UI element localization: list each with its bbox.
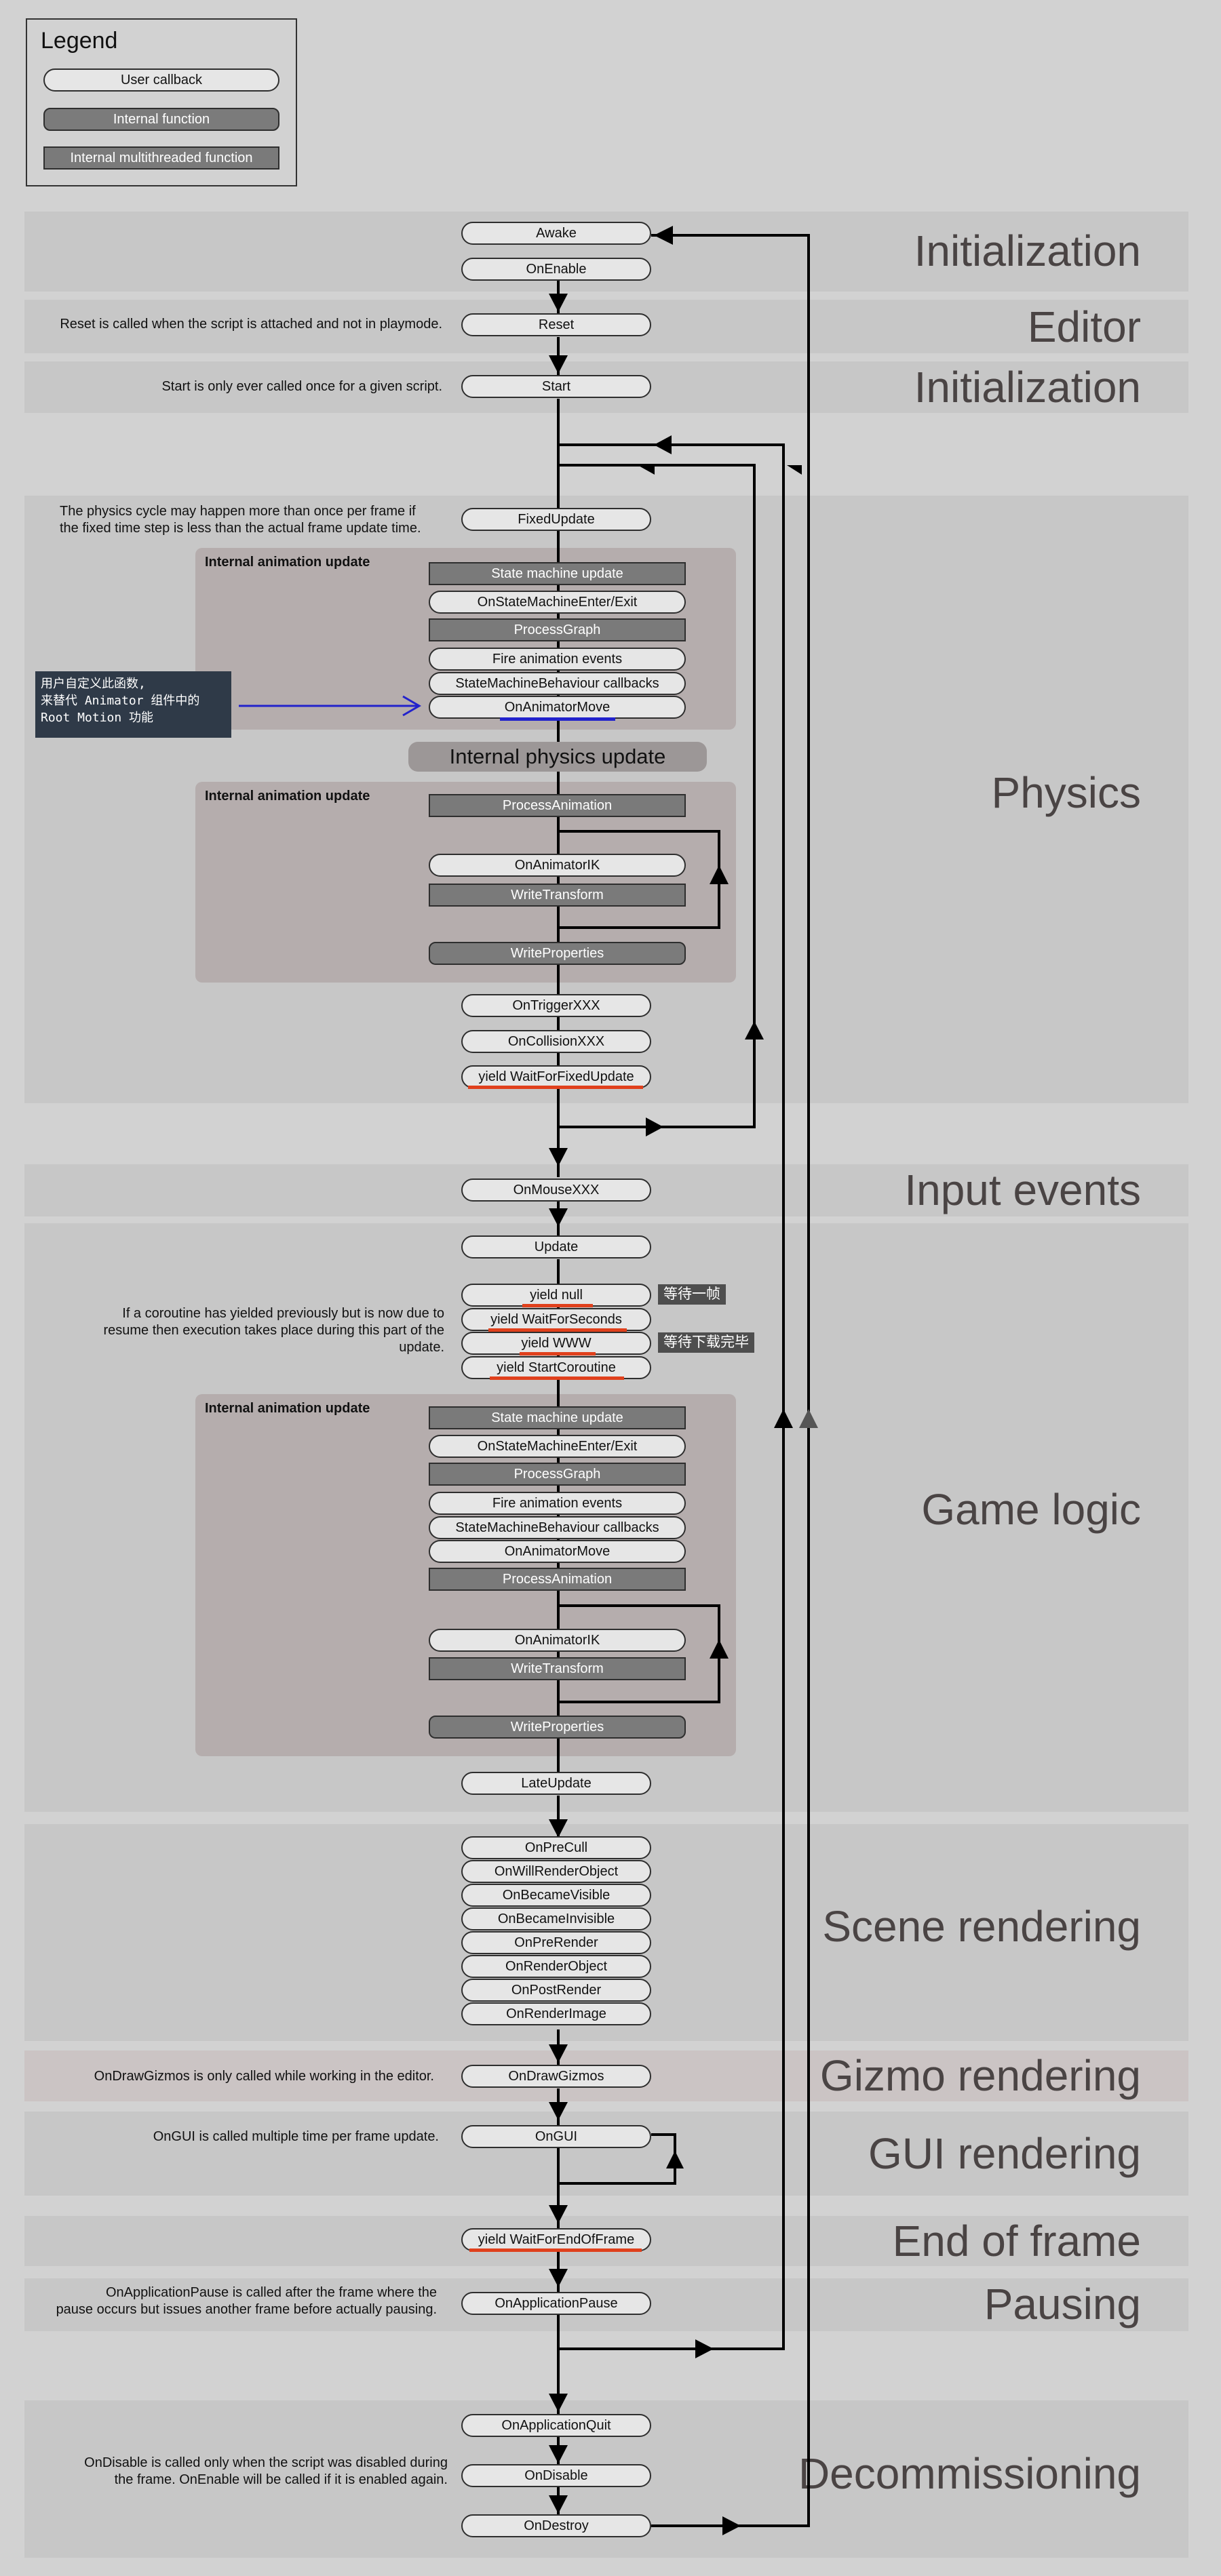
node-on-mouse: OnMouseXXX [461, 1178, 651, 1202]
node-yield-www: yield WWW [461, 1332, 651, 1355]
node-on-render-object: OnRenderObject [461, 1955, 651, 1978]
node-on-animator-move-2: OnAnimatorMove [429, 1540, 686, 1563]
legend: Legend User callback Internal function I… [26, 18, 297, 186]
underline-yield-end-of-frame [469, 2248, 642, 2252]
note-gizmos: OnDrawGizmos is only called while workin… [94, 2069, 434, 2084]
band-title-physics: Physics [991, 768, 1142, 817]
band-title-scene-rendering: Scene rendering [822, 1902, 1141, 1951]
node-on-application-pause: OnApplicationPause [461, 2292, 651, 2315]
anim-panel-title: Internal animation update [205, 555, 370, 570]
node-yield-wait-for-seconds: yield WaitForSeconds [461, 1308, 651, 1331]
band-title-end-of-frame: End of frame [892, 2217, 1141, 2265]
node-on-gui: OnGUI [461, 2125, 651, 2148]
node-state-machine-update-2: State machine update [429, 1406, 686, 1429]
underline-yield-www [520, 1352, 596, 1355]
band-title-initialization-start: Initialization [914, 363, 1141, 412]
band-title-decommissioning: Decommissioning [798, 2449, 1141, 2498]
note-pause: OnApplicationPause is called after the f… [56, 2285, 437, 2317]
node-on-destroy: OnDestroy [461, 2514, 651, 2537]
band-title-gui-rendering: GUI rendering [868, 2129, 1141, 2178]
node-on-application-quit: OnApplicationQuit [461, 2414, 651, 2437]
node-on-disable: OnDisable [461, 2464, 651, 2487]
node-start: Start [461, 375, 651, 398]
callout-root-motion: 用户自定义此函数, 来替代 Animator 组件中的 Root Motion … [35, 671, 231, 738]
band-title-initialization: Initialization [914, 226, 1141, 275]
node-yield-start-coroutine: yield StartCoroutine [461, 1356, 651, 1379]
node-write-transform: WriteTransform [429, 884, 686, 907]
node-on-pre-cull: OnPreCull [461, 1836, 651, 1859]
legend-internal-function: Internal function [43, 108, 279, 131]
node-process-animation: ProcessAnimation [429, 794, 686, 817]
band-title-editor: Editor [1027, 302, 1141, 351]
node-late-update: LateUpdate [461, 1772, 651, 1795]
legend-title: Legend [41, 28, 118, 54]
node-on-will-render-object: OnWillRenderObject [461, 1860, 651, 1883]
node-state-machine-behaviour-callbacks: StateMachineBehaviour callbacks [429, 672, 686, 695]
node-reset: Reset [461, 313, 651, 336]
note-start: Start is only ever called once for a giv… [161, 379, 442, 394]
node-on-state-machine-enter-exit-2: OnStateMachineEnter/Exit [429, 1435, 686, 1458]
anim-panel-title: Internal animation update [205, 1401, 370, 1416]
underline-yield-coroutine [490, 1376, 624, 1380]
node-on-collision: OnCollisionXXX [461, 1030, 651, 1053]
node-write-transform-2: WriteTransform [429, 1657, 686, 1680]
underline-on-animator-move [500, 717, 615, 721]
node-on-render-image: OnRenderImage [461, 2002, 651, 2025]
node-on-pre-render: OnPreRender [461, 1931, 651, 1954]
node-on-animator-move: OnAnimatorMove [429, 696, 686, 719]
legend-user-callback: User callback [43, 68, 279, 92]
note-coroutine: If a coroutine has yielded previously bu… [103, 1306, 444, 1355]
node-on-animator-ik: OnAnimatorIK [429, 854, 686, 877]
node-fire-animation-events: Fire animation events [429, 648, 686, 671]
tag-wait-frame: 等待一帧 [658, 1284, 726, 1305]
node-on-became-visible: OnBecameVisible [461, 1884, 651, 1907]
anim-panel-title: Internal animation update [205, 789, 370, 804]
node-on-became-invisible: OnBecameInvisible [461, 1907, 651, 1930]
node-fire-animation-events-2: Fire animation events [429, 1492, 686, 1515]
node-yield-wait-for-end-of-frame: yield WaitForEndOfFrame [461, 2228, 651, 2251]
node-state-machine-behaviour-callbacks-2: StateMachineBehaviour callbacks [429, 1516, 686, 1539]
node-update: Update [461, 1235, 651, 1259]
underline-yield-seconds [488, 1328, 627, 1332]
node-on-animator-ik-2: OnAnimatorIK [429, 1629, 686, 1652]
node-process-graph-2: ProcessGraph [429, 1463, 686, 1486]
internal-physics-update: Internal physics update [408, 742, 707, 772]
note-physics: The physics cycle may happen more than o… [60, 504, 421, 536]
node-on-draw-gizmos: OnDrawGizmos [461, 2065, 651, 2088]
band-title-input-events: Input events [904, 1166, 1141, 1214]
underline-yield-fixed [468, 1086, 643, 1089]
band-title-pausing: Pausing [984, 2280, 1141, 2329]
node-on-enable: OnEnable [461, 258, 651, 281]
note-gui: OnGUI is called multiple time per frame … [153, 2129, 439, 2144]
node-on-state-machine-enter-exit: OnStateMachineEnter/Exit [429, 591, 686, 614]
band-title-gizmo-rendering: Gizmo rendering [819, 2051, 1141, 2100]
node-fixed-update: FixedUpdate [461, 508, 651, 531]
node-state-machine-update: State machine update [429, 562, 686, 585]
underline-yield-null [522, 1304, 593, 1307]
note-disable: OnDisable is called only when the script… [84, 2455, 448, 2487]
node-process-graph: ProcessGraph [429, 618, 686, 641]
node-yield-wait-for-fixed-update: yield WaitForFixedUpdate [461, 1065, 651, 1088]
node-on-trigger: OnTriggerXXX [461, 994, 651, 1017]
band-title-game-logic: Game logic [921, 1485, 1141, 1534]
note-reset: Reset is called when the script is attac… [60, 317, 442, 332]
node-on-post-render: OnPostRender [461, 1979, 651, 2002]
node-write-properties-2: WriteProperties [429, 1716, 686, 1739]
node-write-properties: WriteProperties [429, 942, 686, 965]
node-yield-null: yield null [461, 1284, 651, 1307]
node-process-animation-2: ProcessAnimation [429, 1568, 686, 1591]
tag-wait-download: 等待下载完毕 [658, 1332, 754, 1353]
node-awake: Awake [461, 222, 651, 245]
legend-internal-multithreaded: Internal multithreaded function [43, 146, 279, 170]
